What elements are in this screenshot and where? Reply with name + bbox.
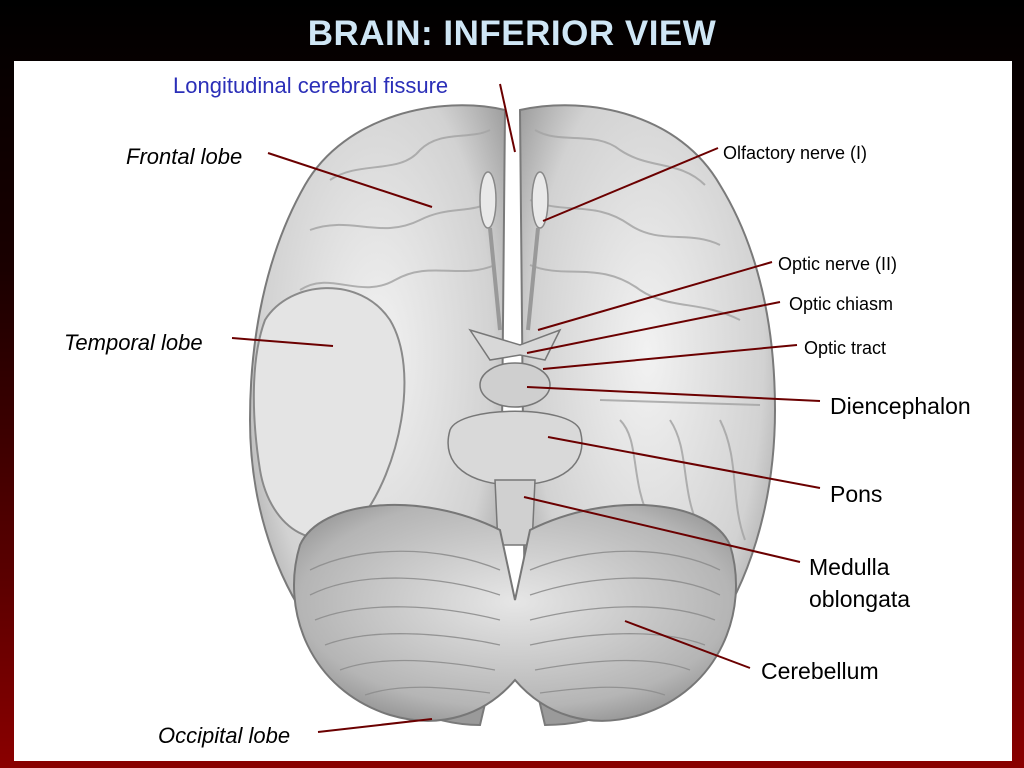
label-optic-nerve: Optic nerve (II) xyxy=(778,254,898,274)
olfactory-bulb-right xyxy=(531,171,549,229)
label-longitudinal-cerebral-fissure: Longitudinal cerebral fissure xyxy=(173,73,449,98)
label-occipital-lobe: Occipital lobe xyxy=(158,723,291,748)
optic-chiasm-shape xyxy=(468,328,562,361)
leader-optic-chiasm xyxy=(526,301,781,354)
label-medulla-line2: oblongata xyxy=(809,586,911,612)
leader-lines xyxy=(231,83,821,733)
slide-title: BRAIN: INFERIOR VIEW xyxy=(307,14,717,53)
leader-optic-tract xyxy=(542,344,798,370)
leader-occipital-lobe xyxy=(317,718,433,733)
olfactory-bulb-left xyxy=(479,171,497,229)
leader-cerebellum xyxy=(624,620,751,669)
leader-diencephalon xyxy=(526,386,821,402)
cerebellum-shape xyxy=(293,503,737,722)
leader-olfactory-nerve xyxy=(542,147,719,222)
gyri-texture xyxy=(269,129,761,541)
leader-temporal-lobe xyxy=(231,337,334,347)
label-diencephalon: Diencephalon xyxy=(830,393,971,419)
label-cerebellum: Cerebellum xyxy=(761,658,879,684)
cerebellum-folia xyxy=(309,550,721,696)
leader-frontal-lobe xyxy=(267,152,433,208)
leader-longitudinal-fissure xyxy=(499,83,516,153)
pons-shape xyxy=(447,410,583,486)
label-pons: Pons xyxy=(830,481,883,507)
label-frontal-lobe: Frontal lobe xyxy=(126,144,243,169)
label-olfactory-nerve: Olfactory nerve (I) xyxy=(723,143,868,163)
leader-pons xyxy=(547,436,821,489)
label-optic-tract: Optic tract xyxy=(804,338,887,358)
label-temporal-lobe: Temporal lobe xyxy=(64,330,203,355)
label-optic-chiasm: Optic chiasm xyxy=(789,294,894,314)
leader-medulla xyxy=(523,496,801,563)
diencephalon-shape xyxy=(479,362,551,408)
label-medulla-line1: Medulla xyxy=(809,554,890,580)
leader-optic-nerve xyxy=(537,261,773,331)
